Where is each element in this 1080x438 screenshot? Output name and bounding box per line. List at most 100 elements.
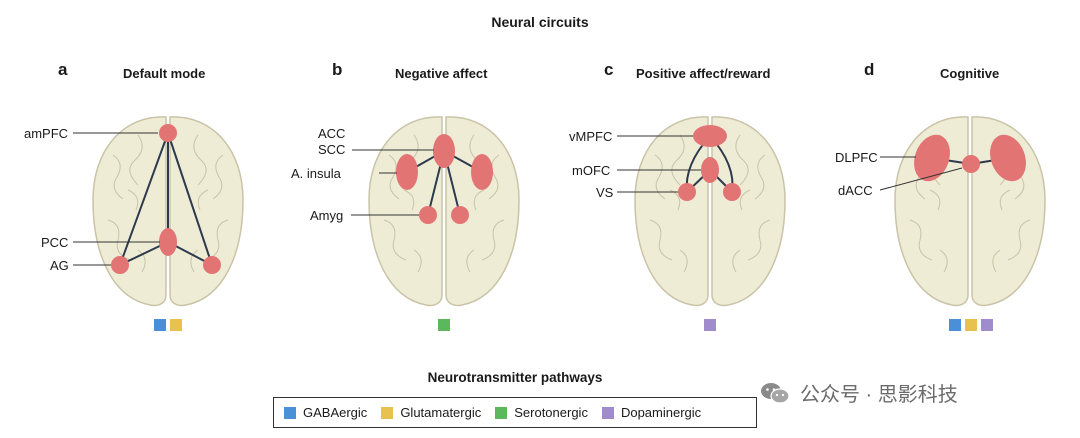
legend-item-gaba: GABAergic	[284, 405, 367, 420]
legend-item-serotonin: Serotonergic	[495, 405, 588, 420]
legend-swatch	[601, 406, 614, 419]
panel-letter: a	[58, 60, 68, 79]
region-AG-left	[111, 256, 129, 274]
region-dACC	[962, 155, 980, 173]
legend-item-dopamine: Dopaminergic	[601, 405, 702, 420]
figure-title: Neural circuits	[491, 14, 589, 30]
label-amPFC: amPFC	[24, 126, 69, 141]
legend-label: Serotonergic	[514, 405, 588, 420]
brain-fold	[992, 249, 1001, 273]
brain-right-hemisphere	[169, 116, 244, 307]
panel-letter: b	[332, 60, 343, 79]
region-amPFC	[159, 124, 177, 142]
gaba-square	[154, 319, 166, 331]
panel-title: Default mode	[123, 66, 206, 81]
label-VS: VS	[596, 185, 614, 200]
brain-diagram	[617, 116, 786, 307]
brain-left-hemisphere	[92, 116, 167, 307]
legend-label: Glutamatergic	[400, 405, 482, 420]
brain-fold	[190, 249, 199, 273]
brain-fold	[383, 219, 407, 261]
region-DLPFC-right	[990, 134, 1026, 182]
brain-fold	[732, 249, 741, 273]
brain-left-hemisphere	[894, 116, 969, 307]
brain-fold	[909, 219, 933, 261]
brain-fold	[739, 189, 751, 211]
label-DLPFC: DLPFC	[835, 150, 878, 165]
region-VS-left	[678, 183, 696, 201]
label-AG: AG	[50, 258, 69, 273]
panel-negative-affect: b Negative affect ACC SCC A. insula Amyg	[291, 60, 566, 340]
region-insula-right	[471, 154, 493, 190]
label-dACC: dACC	[838, 183, 873, 198]
legend-item-glutamate: Glutamatergic	[381, 405, 481, 420]
brain-right-hemisphere	[711, 116, 786, 307]
panel-letter: c	[604, 60, 614, 79]
region-insula-left	[396, 154, 418, 190]
brain-fold	[112, 154, 124, 200]
brain-diagram	[351, 116, 520, 307]
brain-fold	[473, 189, 485, 211]
brain-left-hemisphere	[368, 116, 443, 307]
panel-title: Cognitive	[940, 66, 1000, 81]
region-mOFC	[701, 157, 719, 183]
region-amyg-right	[451, 206, 469, 224]
brain-fold	[127, 189, 139, 211]
brain-fold	[929, 189, 941, 211]
brain-fold	[735, 134, 749, 186]
legend-label: GABAergic	[303, 405, 368, 420]
brain-fold	[193, 134, 207, 186]
dopamine-square	[981, 319, 993, 331]
label-mOFC: mOFC	[572, 163, 611, 178]
panel-title: Negative affect	[395, 66, 488, 81]
brain-fold	[137, 249, 146, 273]
brain-fold	[999, 189, 1011, 211]
label-vMPFC: vMPFC	[569, 129, 613, 144]
brain-fold	[388, 154, 400, 200]
brain-fold	[212, 154, 224, 200]
label-A-insula: A. insula	[291, 166, 341, 181]
brain-fold	[205, 219, 229, 261]
brain-fold	[403, 189, 415, 211]
glutamate-square	[965, 319, 977, 331]
panel-letter: d	[864, 60, 875, 79]
region-ACC	[433, 134, 455, 168]
legend: GABAergic Glutamatergic Serotonergic Dop…	[273, 397, 757, 428]
dopamine-square	[704, 319, 716, 331]
brain-fold	[754, 154, 766, 200]
brain-fold	[197, 189, 209, 211]
brain-fold	[466, 249, 475, 273]
wechat-icon	[761, 382, 790, 404]
region-DLPFC-left	[914, 134, 950, 182]
serotonin-square	[438, 319, 450, 331]
region-AG-right	[203, 256, 221, 274]
label-ACC: ACC	[318, 126, 346, 141]
label-SCC: SCC	[318, 142, 346, 157]
brain-fold	[747, 219, 771, 261]
brain-left-hemisphere	[634, 116, 709, 307]
gaba-square	[949, 319, 961, 331]
legend-label: Dopaminergic	[620, 405, 702, 420]
panel-positive-affect: c Positive affect/reward vMPFC mOFC VS	[569, 60, 832, 340]
brain-right-hemisphere	[971, 116, 1046, 307]
watermark-text: 公众号 · 思影科技	[800, 384, 958, 406]
legend-swatch	[495, 406, 508, 419]
region-vMPFC	[693, 125, 727, 147]
legend-swatch	[381, 406, 394, 419]
watermark: 公众号 · 思影科技	[760, 378, 958, 407]
panel-default-mode: a Default mode amPFC PCC AG	[24, 60, 290, 340]
brain-fold	[649, 219, 673, 261]
brain-fold	[654, 154, 666, 200]
brain-fold	[1007, 219, 1031, 261]
label-PCC: PCC	[41, 235, 69, 250]
brain-fold	[939, 249, 948, 273]
brain-fold	[488, 154, 500, 200]
region-amyg-left	[419, 206, 437, 224]
brain-right-hemisphere	[445, 116, 520, 307]
brain-fold	[129, 134, 143, 186]
panel-cognitive: d Cognitive DLPFC dACC	[835, 60, 1080, 340]
brain-fold	[679, 249, 688, 273]
brain-fold	[669, 189, 681, 211]
brain-diagram	[73, 116, 244, 307]
brain-fold	[481, 219, 505, 261]
